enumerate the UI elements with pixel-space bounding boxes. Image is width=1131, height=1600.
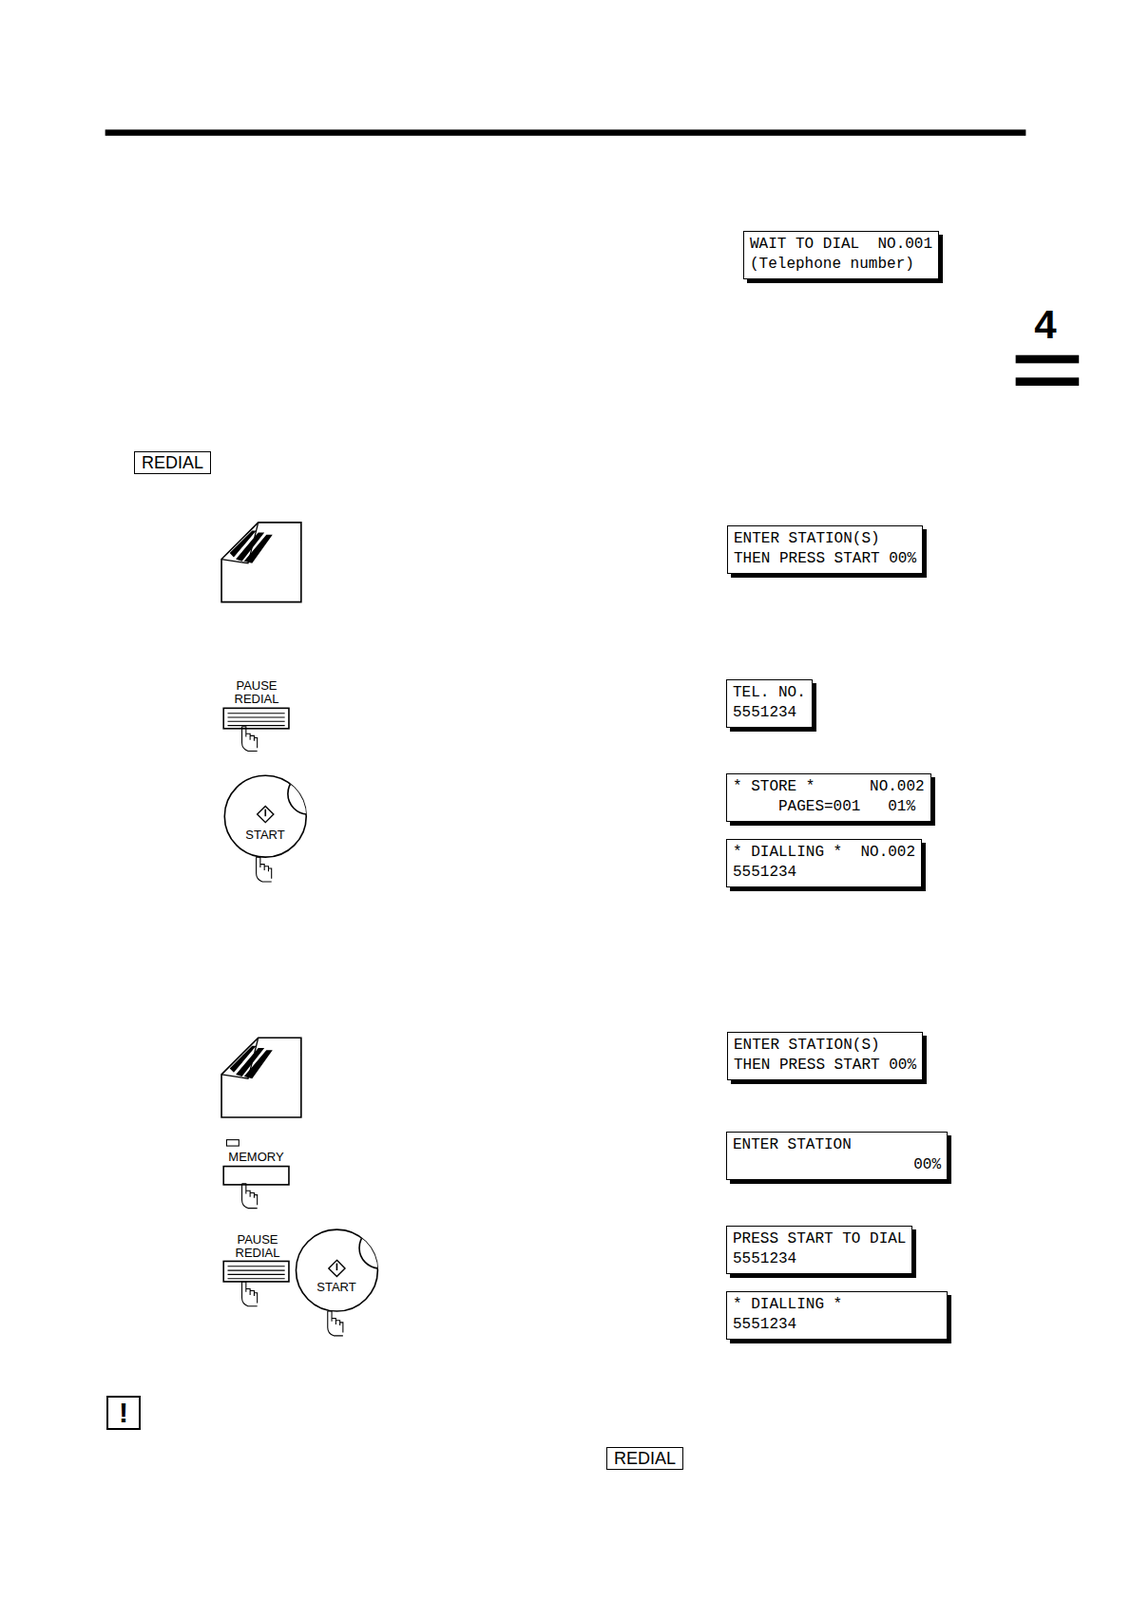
lcd-display: * DIALLING *5551234: [726, 1291, 948, 1341]
top-rule: [105, 129, 1027, 135]
lcd-line: ENTER STATION: [732, 1135, 941, 1156]
lcd-display: * STORE * NO.002 PAGES=001 01%: [726, 773, 932, 823]
lcd-display: TEL. NO.5551234: [726, 679, 813, 729]
tab-bar: [1015, 377, 1080, 386]
lcd-line: THEN PRESS START 00%: [733, 549, 917, 570]
button-label: PAUSE REDIAL: [229, 1233, 287, 1261]
pause-redial-button: [223, 708, 289, 729]
lcd-line: * STORE * NO.002: [732, 777, 925, 798]
lcd-line: PAGES=001 01%: [732, 797, 925, 818]
lcd-display: * DIALLING * NO.0025551234: [726, 839, 922, 888]
lcd-line: PRESS START TO DIAL: [732, 1229, 906, 1250]
button-label: START: [236, 828, 294, 843]
lcd-line: ENTER STATION(S): [733, 1035, 917, 1056]
lcd-line: WAIT TO DIAL NO.001: [749, 234, 933, 255]
lcd-display: ENTER STATION(S)THEN PRESS START 00%: [727, 1032, 923, 1081]
lcd-line: * DIALLING * NO.002: [732, 843, 916, 863]
button-label: START: [307, 1281, 365, 1295]
lcd-line: 5551234: [732, 1315, 941, 1336]
memory-button: [223, 1167, 289, 1186]
document-icon: [221, 522, 302, 603]
warning-box: !: [106, 1396, 141, 1431]
lcd-line: THEN PRESS START 00%: [733, 1055, 917, 1076]
lcd-line: TEL. NO.: [732, 683, 806, 704]
key-name-box: REDIAL: [134, 451, 211, 475]
key-name: !: [108, 1398, 139, 1429]
start-button: [295, 1227, 401, 1312]
document-icon: [221, 1037, 302, 1118]
start-button: [224, 773, 329, 858]
lcd-display: ENTER STATION00%: [726, 1131, 948, 1181]
tab-bar: [1015, 355, 1080, 365]
lcd-line: 00%: [732, 1155, 941, 1176]
pause-redial-button: [223, 1261, 289, 1282]
chapter-number: 4: [1019, 304, 1072, 346]
lcd-line: (Telephone number): [749, 254, 933, 275]
hand-icon: [242, 727, 258, 752]
lcd-line: 5551234: [732, 1249, 906, 1270]
lcd-line: ENTER STATION(S): [733, 529, 917, 550]
button-label: MEMORY: [220, 1150, 292, 1165]
lcd-display: WAIT TO DIAL NO.001(Telephone number): [743, 230, 940, 280]
lcd-line: 5551234: [732, 862, 916, 883]
lcd-line: 5551234: [732, 703, 806, 724]
button-label: PAUSE REDIAL: [228, 679, 286, 707]
lcd-display: PRESS START TO DIAL5551234: [726, 1226, 913, 1275]
key-name: REDIAL: [141, 453, 204, 473]
hand-icon: [327, 1311, 344, 1337]
memory-led: [226, 1140, 239, 1147]
key-name-box: REDIAL: [606, 1447, 684, 1471]
hand-icon: [242, 1282, 258, 1307]
hand-icon: [242, 1184, 258, 1209]
key-name: REDIAL: [613, 1449, 676, 1469]
lcd-display: ENTER STATION(S)THEN PRESS START 00%: [727, 525, 923, 575]
hand-icon: [256, 857, 272, 882]
lcd-line: * DIALLING *: [732, 1295, 941, 1316]
